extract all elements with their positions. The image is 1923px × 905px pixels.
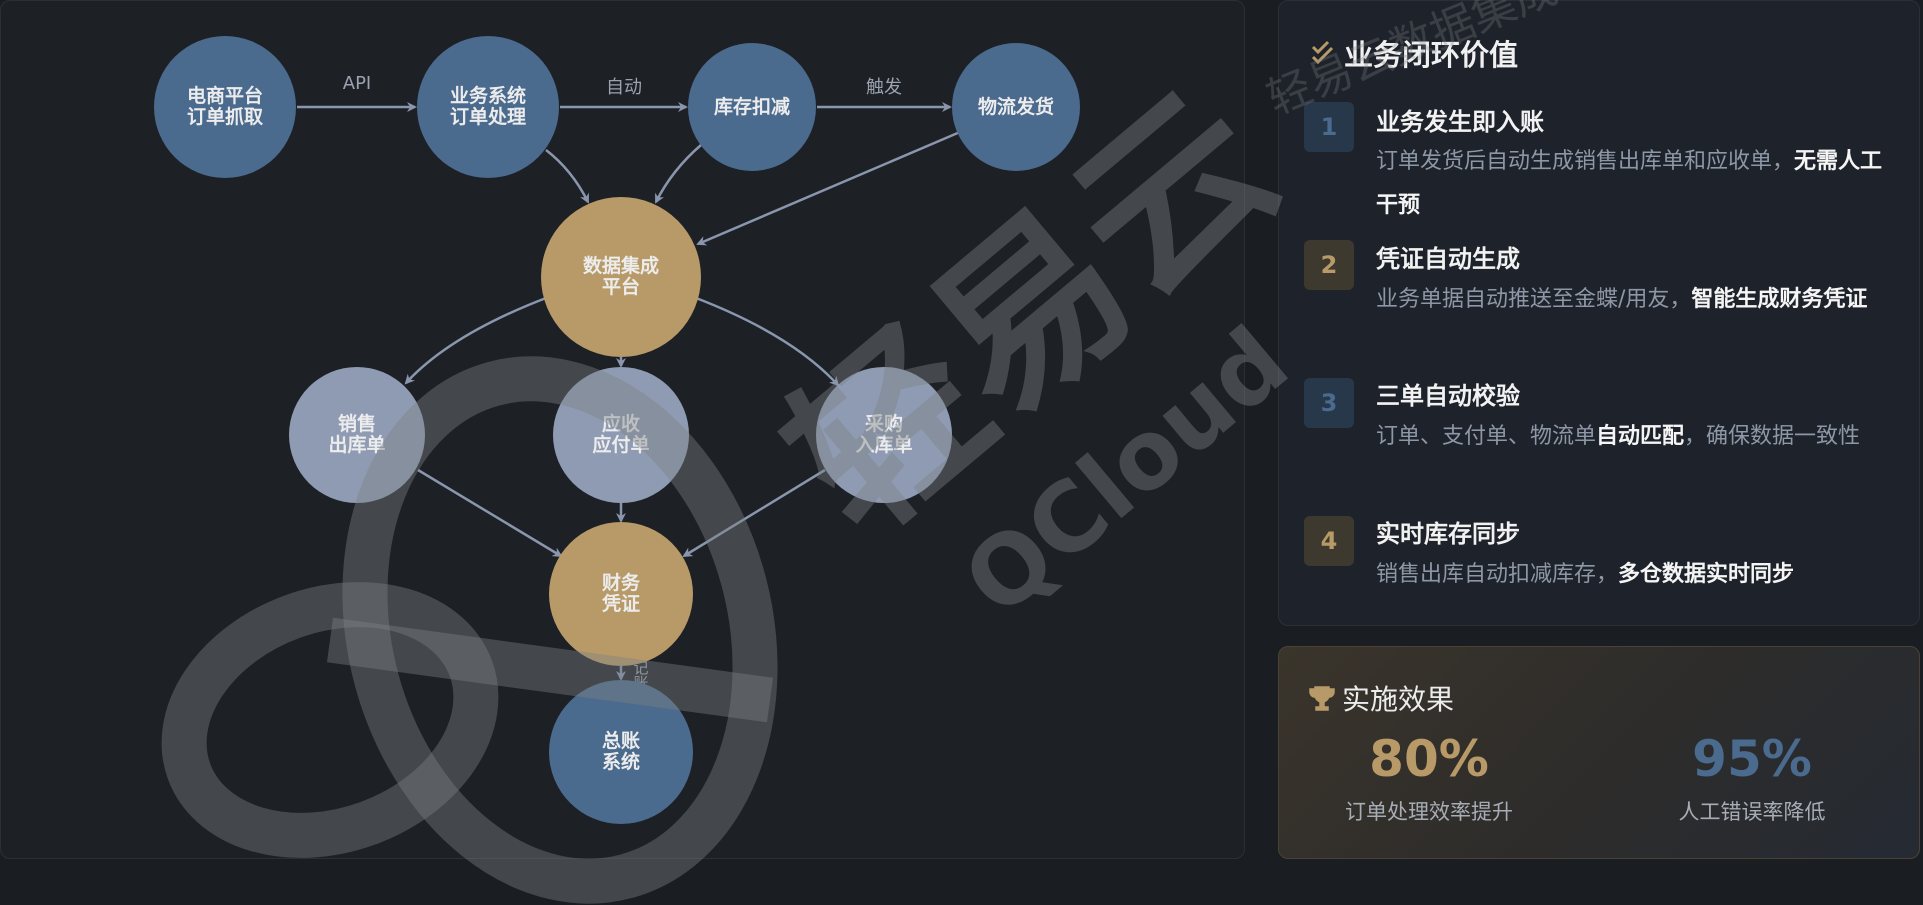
node-financial-voucher[interactable]: 财务 凭证 (549, 522, 693, 666)
edge-label-api: API (342, 73, 372, 94)
stat-label: 订单处理效率提升 (1345, 800, 1513, 824)
item-number-badge: 1 (1304, 102, 1354, 152)
item-description: 业务单据自动推送至金蝶/用友，智能生成财务凭证 (1376, 287, 1868, 312)
stat-label: 人工错误率降低 (1678, 800, 1826, 824)
item-number-badge: 2 (1304, 240, 1354, 290)
business-value-title-text: 业务闭环价值 (1344, 38, 1519, 72)
stat-error-reduction: 95% 人工错误率降低 (1602, 730, 1902, 826)
stat-value: 95% (1692, 730, 1812, 788)
business-value-title: 业务闭环价值 (1310, 32, 1518, 74)
implementation-effect-panel (1278, 646, 1920, 859)
item-title: 凭证自动生成 (1376, 245, 1520, 273)
node-purchase-inbound[interactable]: 采购 入库单 (816, 367, 952, 503)
edge-purchase-voucher (682, 468, 826, 558)
node-data-integration-platform[interactable]: 数据集成 平台 (541, 197, 701, 357)
item-description: 销售出库自动扣减库存，多仓数据实时同步 (1376, 562, 1795, 587)
edge-label-trigger: 触发 (866, 77, 902, 98)
node-ecommerce-order-fetch[interactable]: 电商平台 订单抓取 (154, 36, 296, 178)
edge-integration-purchase (695, 296, 840, 387)
stat-efficiency: 80% 订单处理效率提升 (1279, 730, 1579, 826)
item-title: 实时库存同步 (1376, 520, 1520, 548)
node-sales-outbound[interactable]: 销售 出库单 (289, 367, 425, 503)
effect-title-text: 实施效果 (1342, 683, 1455, 716)
edge-inventory-integration (654, 144, 702, 204)
edge-business-integration (545, 149, 590, 204)
edge-label-auto: 自动 (606, 77, 642, 98)
edge-sales-voucher (417, 468, 563, 558)
stat-value: 80% (1369, 730, 1489, 788)
item-number-badge: 4 (1304, 516, 1354, 566)
item-description: 订单、支付单、物流单自动匹配，确保数据一致性 (1376, 424, 1861, 449)
effect-title: 实施效果 (1308, 678, 1454, 718)
item-number-badge: 3 (1304, 378, 1354, 428)
item-description: 订单发货后自动生成销售出库单和应收单，无需人工干预 (1376, 149, 1883, 218)
double-check-icon (1311, 40, 1334, 65)
node-general-ledger[interactable]: 总账 系统 (549, 680, 693, 824)
node-inventory-deduction[interactable]: 库存扣减 (688, 43, 816, 171)
node-logistics-shipping[interactable]: 物流发货 (952, 43, 1080, 171)
trophy-icon (1309, 686, 1335, 711)
item-title: 三单自动校验 (1376, 382, 1520, 410)
node-receivable-payable[interactable]: 应收 应付单 (553, 367, 689, 503)
node-business-order-processing[interactable]: 业务系统 订单处理 (417, 36, 559, 178)
item-title: 业务发生即入账 (1376, 108, 1544, 136)
edge-logistics-integration (696, 130, 961, 246)
flow-edges (297, 102, 961, 681)
edge-integration-sales (404, 296, 547, 385)
business-value-panel (1278, 0, 1920, 626)
